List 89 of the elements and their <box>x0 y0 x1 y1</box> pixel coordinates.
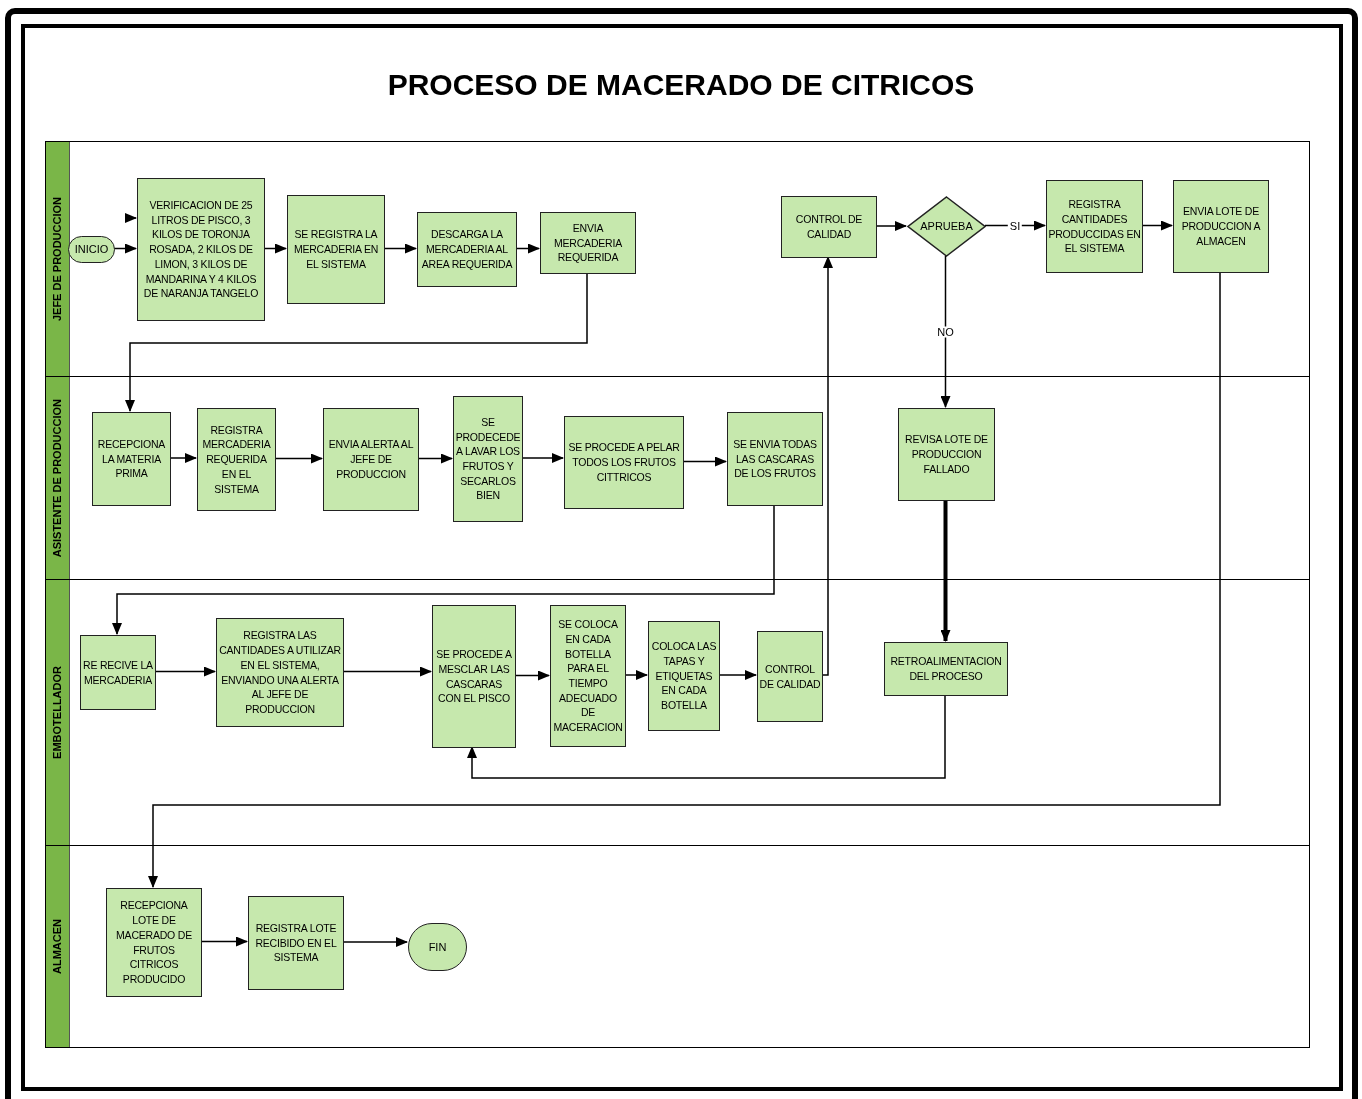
swimlane <box>45 376 1310 580</box>
process-box <box>550 605 626 747</box>
swimlane <box>45 141 1310 377</box>
process-box <box>137 178 265 321</box>
connector-arrow <box>514 670 550 681</box>
step-text: CONTROL DE CALIDAD <box>794 212 864 242</box>
connector-arrow <box>383 243 417 254</box>
edge-label: SI <box>1007 220 1023 231</box>
process-box <box>564 416 684 509</box>
step-text: SE ENVIA TODAS LAS CASCARAS DE LOS FRUTOS <box>732 436 818 482</box>
lane-title: ASISTENTE DE PRODUCCION <box>52 398 63 558</box>
lane-title: EMBOTELLADOR <box>52 666 63 759</box>
connector-arrow <box>940 255 951 408</box>
process-box <box>1173 180 1269 273</box>
step-text: SE COLOCA EN CADA BOTELLA PARA EL TIEMPO ADECUADO DE MACERACION <box>552 617 624 735</box>
process-box <box>417 212 517 287</box>
step-text: REGISTRA CANTIDADES PRODUCCIDAS EN EL SISTEMA <box>1048 197 1141 256</box>
process-box <box>80 635 156 710</box>
step-text: INICIO <box>74 242 109 257</box>
connector-arrow <box>718 670 757 680</box>
diagram-title: PROCESO DE MACERADO DE CITRICOS <box>386 67 976 103</box>
step-text: SE PRODECEDE A LAVAR LOS FRUTOS Y SECARLOS BIEN <box>455 414 521 504</box>
connector-arrow <box>682 456 727 467</box>
step-text: DESCARGA LA MERCADERIA AL AREA REQUERIDA <box>420 227 514 272</box>
step-text: RE RECIVE LA MERCADERIA <box>82 657 154 688</box>
process-box <box>248 896 344 990</box>
terminal-shape <box>68 236 115 263</box>
step-text: VERIFICACION DE 25 LITROS DE PISCO, 3 KILOS DE TORONJA ROSADA, 2 KILOS DE LIMON, 3 KILOS DE MANDARINA Y 4 KILOS DE NARANJA TANGELO <box>142 198 260 301</box>
step-text: ENVIA ALERTA AL JEFE DE PRODUCCION <box>327 437 415 482</box>
swimlane <box>45 845 1310 1048</box>
connector-arrow <box>148 271 1221 888</box>
connector-arrow <box>417 453 453 464</box>
process-box <box>106 888 202 997</box>
connector-arrow <box>200 936 248 947</box>
connector-arrow <box>875 221 907 231</box>
connector-arrow <box>515 243 540 254</box>
step-text: RETROALIMENTACION DEL PROCESO <box>889 654 1003 684</box>
process-box <box>92 412 171 506</box>
lane-title: ALMACEN <box>52 919 63 974</box>
step-text: COLOCA LAS TAPAS Y ETIQUETAS EN CADA BOTELLA <box>650 639 718 713</box>
step-text: REGISTRA LOTE RECIBIDO EN EL SISTEMA <box>254 920 338 966</box>
step-text: REGISTRA MERCADERIA REQUERIDA EN EL SISTEMA <box>201 422 272 497</box>
step-text: CONTROL DE CALIDAD <box>759 661 821 692</box>
step-text: ENVIA MERCADERIA REQUERIDA <box>553 220 623 266</box>
step-text: RECEPCIONA LA MATERIA PRIMA <box>96 436 167 482</box>
connector-arrow <box>274 453 323 464</box>
connector-arrow <box>624 670 648 680</box>
connector-arrow <box>467 694 946 779</box>
connector-arrow <box>154 666 216 677</box>
connector-arrow <box>125 213 137 223</box>
process-box <box>1046 180 1143 273</box>
step-text: SE REGISTRA LA MERCADERIA EN EL SISTEMA <box>292 227 380 272</box>
connector-arrow <box>125 272 588 412</box>
connector-arrow <box>113 243 137 254</box>
connector-arrow <box>521 453 564 463</box>
step-text: APRUEBA <box>920 219 973 234</box>
process-box <box>898 408 995 501</box>
terminal-shape <box>408 923 467 971</box>
decision-diamond <box>907 196 986 257</box>
lane-title: JEFE DE PRODUCCION <box>52 196 63 322</box>
connector-arrow <box>821 256 833 676</box>
edge-label: NO <box>935 326 956 337</box>
step-text: FIN <box>428 939 447 955</box>
step-text: SE PROCEDE A MESCLAR LAS CASCARAS CON EL PISCO <box>435 647 513 706</box>
connector-arrow <box>169 453 197 463</box>
connector-arrow <box>342 666 432 677</box>
process-box <box>727 412 823 506</box>
connector-arrow <box>112 504 775 635</box>
connector-arrow <box>1141 220 1173 231</box>
process-box <box>884 642 1008 696</box>
step-text: ENVIA LOTE DE PRODUCCION A ALMACEN <box>1180 204 1262 249</box>
swimlane <box>45 579 1310 846</box>
process-box <box>757 631 823 722</box>
step-text: SE PROCEDE A PELAR TODOS LOS FRUTOS CITTRICOS <box>567 440 681 485</box>
step-text: RECEPCIONA LOTE DE MACERADO DE FRUTOS CITRICOS PRODUCIDO <box>115 898 193 987</box>
process-box <box>540 212 636 274</box>
connector-arrow <box>342 937 408 947</box>
process-box <box>216 618 344 727</box>
step-text: REGISTRA LAS CANTIDADES A UTILIZAR EN EL SISTEMA, ENVIANDO UNA ALERTA AL JEFE DE PRODUCCION <box>218 628 342 717</box>
process-box <box>197 408 276 511</box>
process-box <box>453 396 523 522</box>
connector-arrow <box>940 500 951 642</box>
step-text: REVISA LOTE DE PRODUCCION FALLADO <box>904 432 989 477</box>
process-box <box>287 195 385 304</box>
process-box <box>432 605 516 748</box>
process-box <box>648 621 720 731</box>
process-box <box>781 196 877 258</box>
connector-arrow <box>263 243 287 254</box>
process-box <box>323 408 419 511</box>
